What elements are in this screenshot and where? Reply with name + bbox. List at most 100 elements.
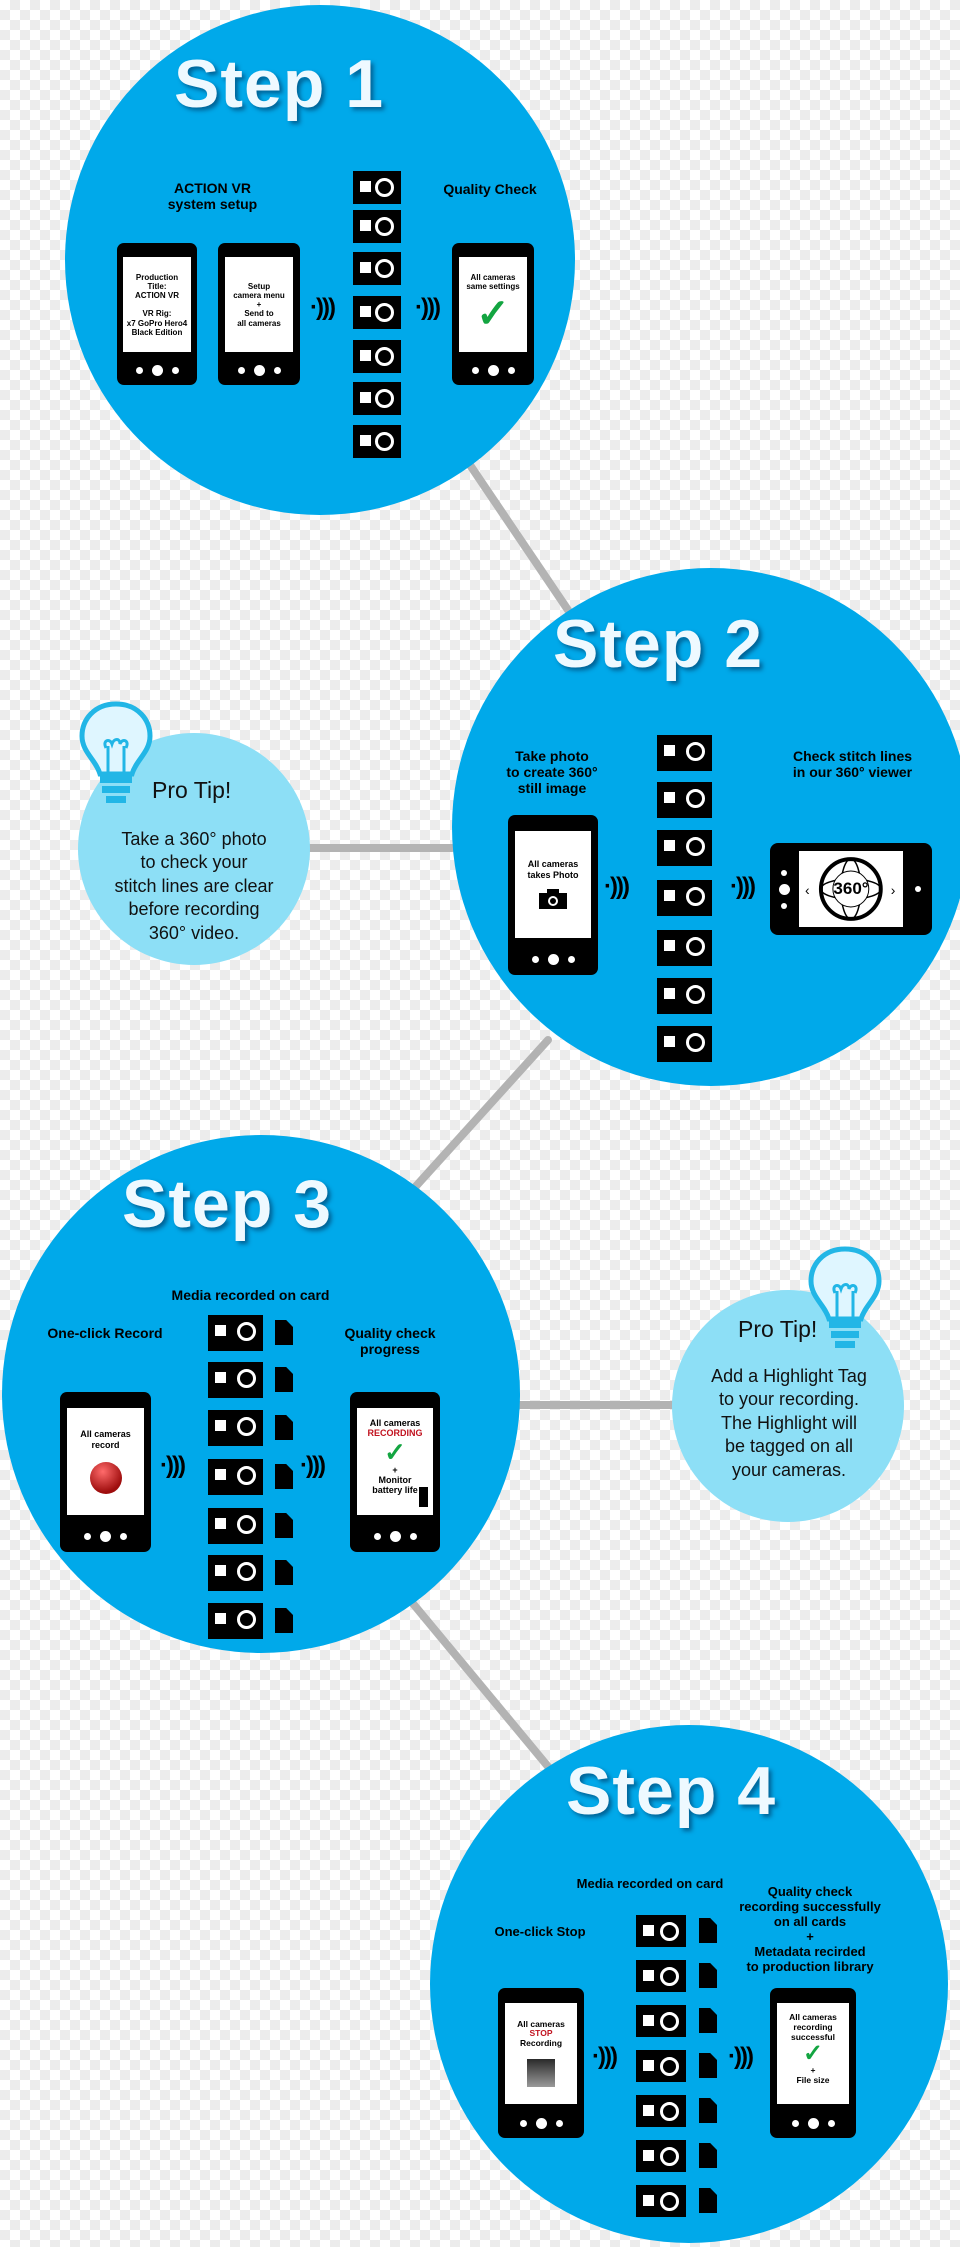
step3-progress-label: Quality check progress bbox=[325, 1325, 455, 1357]
camera-icon bbox=[208, 1459, 263, 1495]
camera-photo-icon bbox=[539, 888, 567, 909]
phone-speaker bbox=[912, 843, 924, 935]
wifi-signal-icon: ·))) bbox=[730, 873, 756, 900]
pro-tip-1-text: Take a 360° photo to check your stitch l… bbox=[114, 829, 274, 943]
svg-text:›: › bbox=[891, 882, 896, 898]
camera-icon bbox=[636, 2185, 686, 2217]
step1-setup-label: ACTION VR system setup bbox=[155, 180, 270, 212]
step2-viewer-label: 360° bbox=[833, 879, 869, 898]
viewer-360-icon: ‹ › bbox=[805, 857, 896, 921]
wifi-signal-icon: ·))) bbox=[300, 1452, 326, 1479]
camera-icon bbox=[657, 930, 712, 966]
camera-icon bbox=[353, 252, 401, 285]
step4-circle bbox=[430, 1725, 948, 2243]
step3-phone-record: All cameras record bbox=[60, 1392, 151, 1552]
step1-quality-text: All cameras same settings bbox=[466, 273, 520, 292]
step3-record-screen-text: All cameras record bbox=[80, 1429, 131, 1450]
pro-tip-2-circle bbox=[672, 1290, 904, 1522]
step2-photo-screen-text: All cameras takes Photo bbox=[527, 859, 579, 880]
step2-viewer-screen: ‹ › 360° bbox=[799, 851, 903, 927]
phone-buttons bbox=[498, 2118, 584, 2129]
camera-icon bbox=[657, 735, 712, 771]
step4-quality-line1: All cameras recording successful bbox=[789, 2012, 837, 2042]
step2-photo-text: Take photo to create 360° still image bbox=[506, 748, 598, 797]
checkmark-icon: ✓ bbox=[476, 291, 510, 336]
memory-card-icon bbox=[275, 1560, 293, 1585]
step3-progress-screen: All cameras RECORDING ✓ + Monitor batter… bbox=[357, 1408, 433, 1516]
step1-production-screen: Production Title: ACTION VR VR Rig: x7 G… bbox=[123, 257, 191, 353]
camera-icon bbox=[657, 782, 712, 818]
step4-title: Step 4 bbox=[566, 1753, 777, 1829]
phone-buttons bbox=[778, 843, 790, 935]
phone-buttons bbox=[508, 954, 598, 966]
memory-card-icon bbox=[699, 2098, 717, 2123]
step3-progress-text: Quality check progress bbox=[344, 1325, 436, 1358]
step2-phone-photo: All cameras takes Photo bbox=[508, 815, 598, 975]
checkmark-icon: ✓ bbox=[802, 2040, 824, 2068]
camera-icon bbox=[353, 171, 401, 204]
step1-quality-screen: All cameras same settings ✓ bbox=[458, 257, 528, 353]
camera-icon bbox=[636, 2005, 686, 2037]
camera-icon bbox=[636, 1960, 686, 1992]
step1-setup-screen-text: Setup camera menu + Send to all cameras bbox=[233, 281, 285, 328]
step3-progress-line1: All cameras bbox=[369, 1418, 421, 1428]
camera-icon bbox=[657, 830, 712, 866]
memory-card-icon bbox=[699, 2143, 717, 2168]
connector-step3-step4 bbox=[406, 1596, 559, 1779]
camera-icon bbox=[353, 296, 401, 329]
memory-card-icon bbox=[275, 1415, 293, 1440]
camera-icon bbox=[657, 880, 712, 916]
step2-stitch-label: Check stitch lines in our 360° viewer bbox=[775, 748, 930, 780]
step4-quality-line2: + File size bbox=[796, 2065, 830, 2086]
camera-icon bbox=[208, 1315, 263, 1351]
camera-icon bbox=[353, 425, 401, 458]
step2-photo-screen: All cameras takes Photo bbox=[515, 831, 591, 939]
step1-production-text: Production Title: ACTION VR VR Rig: x7 G… bbox=[126, 272, 188, 337]
memory-card-icon bbox=[699, 2053, 717, 2078]
memory-card-icon bbox=[275, 1320, 293, 1345]
step3-phone-progress: All cameras RECORDING ✓ + Monitor batter… bbox=[350, 1392, 440, 1552]
step1-phone-setup: Setup camera menu + Send to all cameras bbox=[218, 243, 300, 385]
step3-progress-recording: RECORDING bbox=[367, 1428, 423, 1439]
step4-stop-word: STOP bbox=[529, 2028, 553, 2039]
camera-icon bbox=[353, 210, 401, 243]
pro-tip-2-title: Pro Tip! bbox=[738, 1316, 818, 1342]
step1-title: Step 1 bbox=[174, 46, 385, 122]
step2-title: Step 2 bbox=[553, 606, 764, 682]
camera-icon bbox=[208, 1555, 263, 1591]
phone-buttons bbox=[218, 365, 300, 377]
camera-icon bbox=[353, 340, 401, 373]
lightbulb-icon bbox=[79, 701, 153, 803]
pro-tip-1-title: Pro Tip! bbox=[152, 777, 232, 803]
stop-square-icon bbox=[527, 2058, 555, 2087]
camera-icon bbox=[208, 1410, 263, 1446]
camera-icon bbox=[208, 1603, 263, 1639]
pro-tip-2-text: Add a Highlight Tag to your recording. T… bbox=[711, 1366, 867, 1480]
phone-buttons bbox=[60, 1531, 151, 1543]
step4-quality-text: Quality check recording successfully on … bbox=[739, 1884, 881, 1974]
step1-setup-screen: Setup camera menu + Send to all cameras bbox=[224, 257, 294, 353]
memory-card-icon bbox=[699, 1918, 717, 1943]
step3-record-screen: All cameras record bbox=[67, 1408, 144, 1516]
camera-icon bbox=[657, 1026, 712, 1062]
wifi-signal-icon: ·))) bbox=[415, 294, 441, 321]
phone-buttons bbox=[770, 2118, 856, 2129]
step4-stop-line3: Recording bbox=[519, 2038, 563, 2049]
memory-card-icon bbox=[275, 1513, 293, 1538]
camera-icon bbox=[636, 2095, 686, 2127]
step1-phone-quality: All cameras same settings ✓ bbox=[452, 243, 534, 385]
step1-quality-label: Quality Check bbox=[443, 181, 537, 197]
step3-record-label: One-click Record bbox=[47, 1325, 163, 1341]
step4-stop-screen: All cameras STOP Recording bbox=[504, 2003, 578, 2104]
step4-quality-screen: All cameras recording successful ✓ + Fil… bbox=[776, 2003, 850, 2104]
step4-phone-quality: All cameras recording successful ✓ + Fil… bbox=[770, 1988, 856, 2138]
memory-card-icon bbox=[275, 1608, 293, 1633]
camera-icon bbox=[636, 1915, 686, 1947]
wifi-signal-icon: ·))) bbox=[728, 2043, 754, 2070]
step4-media-label: Media recorded on card bbox=[576, 1876, 724, 1891]
wifi-signal-icon: ·))) bbox=[604, 873, 630, 900]
step4-phone-stop: All cameras STOP Recording bbox=[498, 1988, 584, 2138]
step3-title: Step 3 bbox=[122, 1166, 333, 1242]
